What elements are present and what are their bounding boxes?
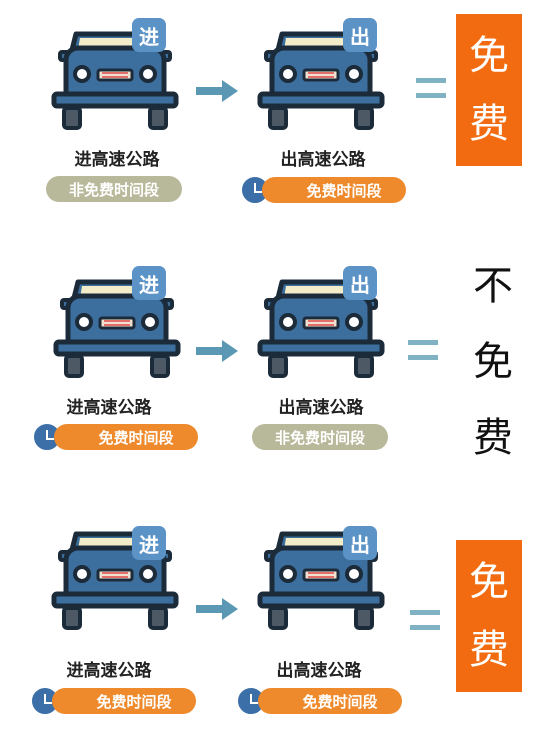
result-box: 免 费 (456, 14, 522, 166)
arrow-right-icon (196, 340, 238, 362)
enter-period-badge: 免费时间段 (52, 688, 196, 714)
enter-period-badge: 免费时间段 (54, 424, 198, 450)
exit-label: 出高速公路 (278, 398, 364, 418)
exit-period-badge: 非免费时间段 (252, 424, 388, 450)
exit-period-badge: 免费时间段 (258, 688, 402, 714)
exit-tag: 出 (343, 18, 377, 52)
enter-label: 进高速公路 (74, 150, 160, 170)
enter-period-badge: 非免费时间段 (46, 176, 182, 202)
result-char: 免 (469, 559, 509, 605)
enter-tag: 进 (132, 526, 166, 560)
arrow-right-icon (196, 598, 238, 620)
result-char: 费 (469, 101, 509, 147)
equals-icon (410, 610, 440, 630)
equals-icon (416, 78, 446, 98)
equals-icon (408, 340, 438, 360)
exit-period-badge: 免费时间段 (262, 177, 406, 203)
scenario-row-3: 进 进高速公路 免费时间段 出 出高速公路 免费时间段 免 费 (0, 500, 536, 740)
result-char: 费 (469, 627, 509, 673)
enter-tag: 进 (132, 266, 166, 300)
exit-label: 出高速公路 (280, 150, 366, 170)
exit-label: 出高速公路 (276, 661, 362, 681)
arrow-right-icon (196, 80, 238, 102)
result-char: 费 (473, 415, 513, 461)
scenario-row-2: 进 进高速公路 免费时间段 出 出高速公路 非免费时间段 不 免 费 (0, 248, 536, 488)
result-box: 免 费 (456, 540, 522, 692)
enter-label: 进高速公路 (66, 661, 152, 681)
result-text: 不 免 费 (460, 248, 526, 476)
enter-tag: 进 (132, 18, 166, 52)
result-char: 免 (469, 33, 509, 79)
exit-tag: 出 (343, 526, 377, 560)
enter-label: 进高速公路 (66, 398, 152, 418)
scenario-row-1: 进 进高速公路 非免费时间段 出 出高速公路 免费时间段 免 费 (0, 0, 536, 240)
result-char: 不 (473, 263, 513, 309)
result-char: 免 (473, 339, 513, 385)
exit-tag: 出 (343, 266, 377, 300)
